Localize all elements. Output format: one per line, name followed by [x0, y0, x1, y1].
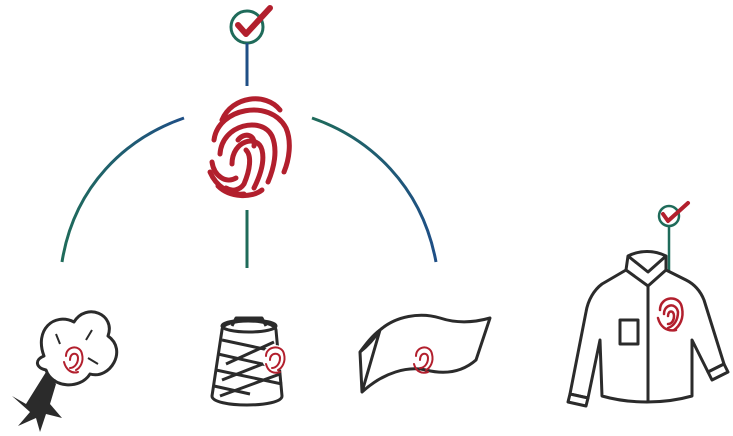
left-arc-connector — [60, 116, 185, 263]
verified-check-icon — [229, 5, 273, 45]
cotton-boll-icon — [12, 310, 119, 432]
cotton-fingerprint-icon — [63, 346, 84, 374]
fingerprint-icon — [207, 96, 292, 198]
shirt-icon — [566, 250, 730, 408]
shirt-check-icon — [657, 201, 690, 228]
yarn-fingerprint-icon — [262, 345, 288, 374]
shirt-fingerprint-icon — [656, 297, 684, 332]
fabric-fingerprint-icon — [413, 346, 434, 374]
right-arc-connector — [311, 116, 438, 263]
